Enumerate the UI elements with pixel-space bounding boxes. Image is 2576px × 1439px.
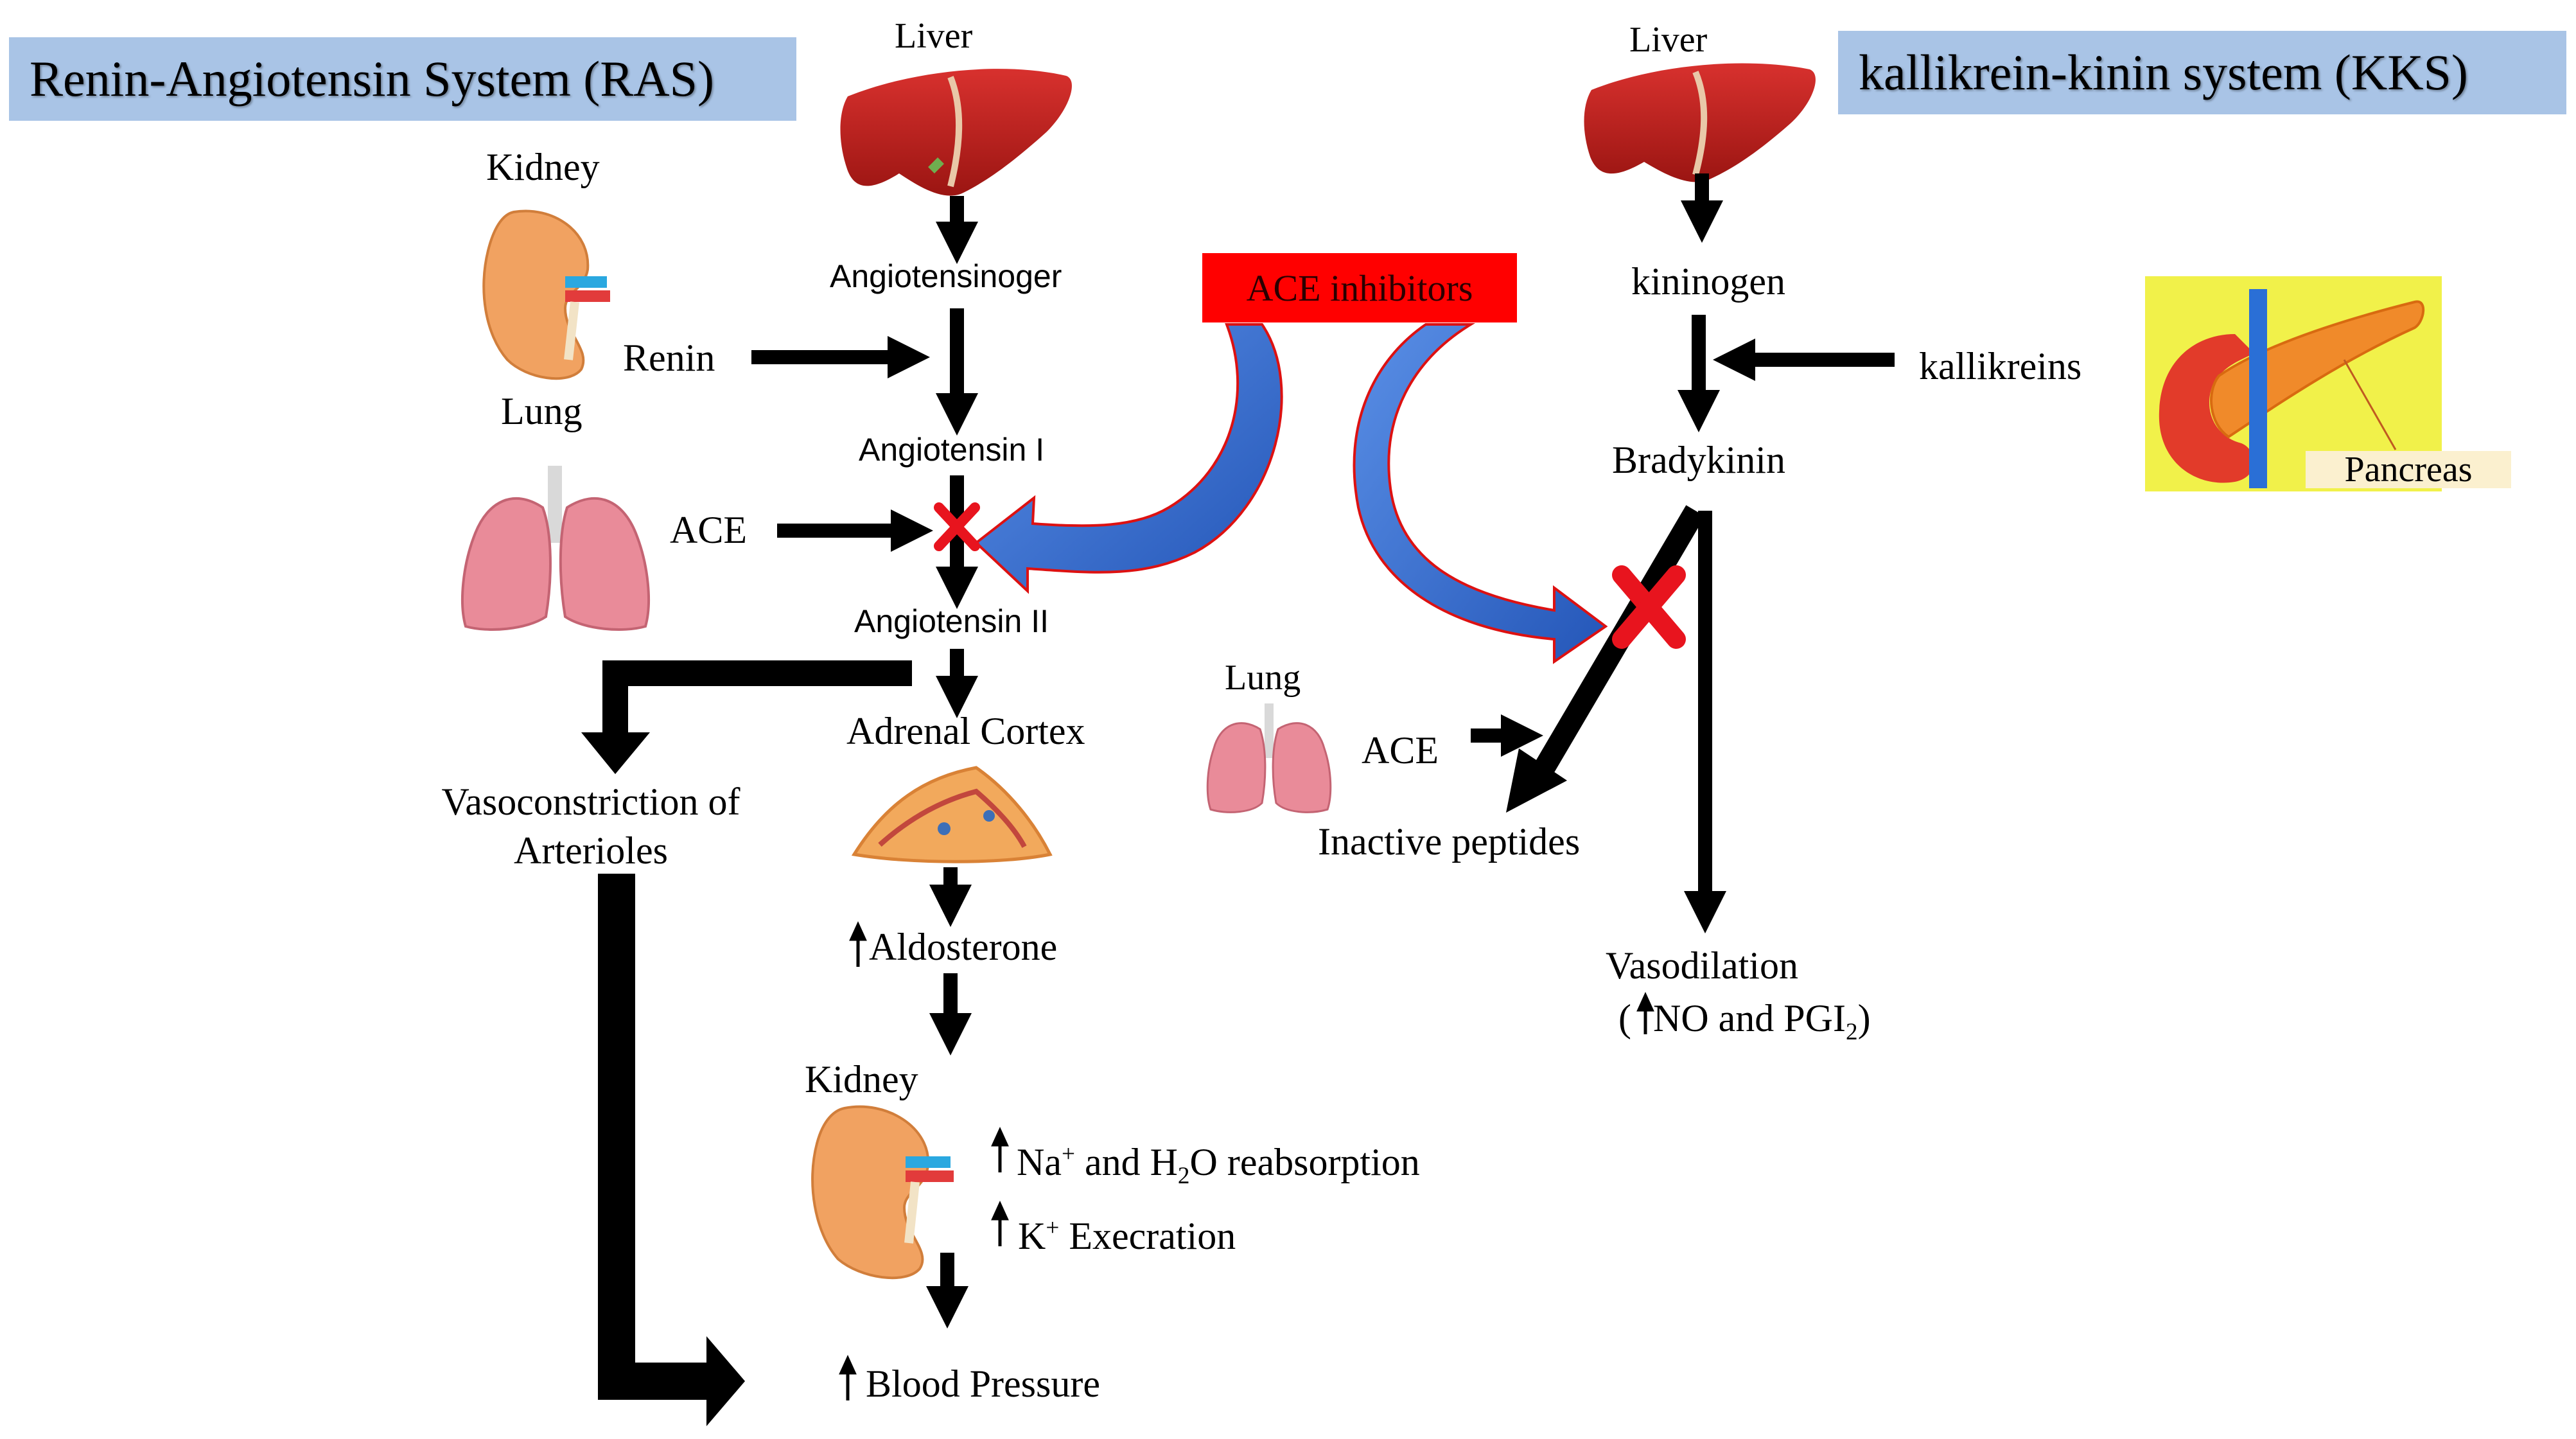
kidney-label-bottom: Kidney	[805, 1058, 918, 1100]
liver-icon-kks	[1584, 63, 1816, 182]
block-mark-kks	[1612, 565, 1686, 649]
lung-icon-center	[1206, 703, 1332, 813]
arrow-bradykinin-to-inactive-peptides	[1506, 505, 1705, 813]
ace-label-center: ACE	[1362, 729, 1439, 772]
kininogen-label: kininogen	[1631, 260, 1785, 303]
vasoconstriction-label: Vasoconstriction of Arterioles	[441, 781, 740, 872]
kks-title: kallikrein-kinin system (KKS)	[1838, 31, 2566, 114]
up-arrow-blood-pressure-icon	[839, 1354, 857, 1400]
aldosterone-label: Aldosterone	[869, 926, 1058, 968]
kks-arrows	[1471, 173, 1895, 933]
angiotensin-1-label: Angiotensin I	[859, 432, 1045, 468]
adrenal-cortex-icon	[851, 766, 1053, 863]
blood-pressure-label: Blood Pressure	[866, 1363, 1100, 1405]
no-pgi2-label: (NO and PGI2)	[1618, 997, 1871, 1045]
increase-arrows	[839, 921, 1654, 1400]
up-arrow-no-icon	[1636, 991, 1654, 1034]
kidney-icon-top	[482, 209, 610, 380]
kidney-icon-bottom	[811, 1105, 954, 1280]
adrenal-cortex-label: Adrenal Cortex	[846, 710, 1085, 752]
lung-label-top: Lung	[501, 390, 583, 432]
up-arrow-na-icon	[991, 1126, 1009, 1172]
up-arrow-aldosterone-icon	[849, 921, 867, 967]
curved-arrow-to-ras	[974, 323, 1283, 594]
renin-label: Renin	[623, 337, 715, 379]
lung-icon-top	[461, 466, 650, 631]
curved-arrow-to-kks	[1353, 323, 1608, 664]
pancreas-icon	[2145, 276, 2442, 491]
lung-label-center: Lung	[1225, 658, 1301, 698]
kidney-label-top: Kidney	[486, 146, 600, 188]
up-arrow-k-icon	[991, 1200, 1009, 1246]
kallikreins-label: kallikreins	[1919, 345, 2082, 387]
na-h2o-reabsorption-label: Na+ and H2O reabsorption	[1017, 1141, 1420, 1189]
vasodilation-label: Vasodilation	[1606, 944, 1798, 987]
block-mark-ras	[934, 502, 980, 551]
pancreas-label: Pancreas	[2306, 450, 2511, 490]
arrow-vasoconstriction-to-blood-pressure	[598, 874, 745, 1426]
inactive-peptides-label: Inactive peptides	[1318, 820, 1581, 863]
ace-inhibitors-box: ACE inhibitors	[1202, 253, 1517, 322]
arrow-angiotensin2-to-vasoconstriction	[581, 660, 912, 774]
angiotensinogen-label: Angiotensinoger	[830, 258, 1062, 294]
liver-icon-ras	[840, 69, 1072, 196]
bradykinin-label: Bradykinin	[1612, 439, 1785, 481]
liver-label-kks: Liver	[1629, 20, 1708, 60]
angiotensin-2-label: Angiotensin II	[854, 603, 1049, 639]
ace-label-ras: ACE	[670, 509, 747, 551]
liver-label-ras: Liver	[895, 16, 973, 56]
ras-title: Renin-Angiotensin System (RAS)	[9, 37, 796, 121]
k-execration-label: K+ Execration	[1018, 1215, 1236, 1257]
